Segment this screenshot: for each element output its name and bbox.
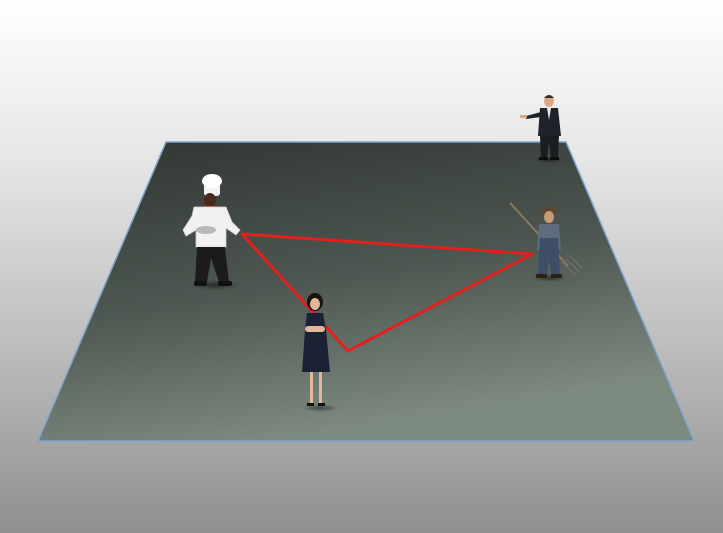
floor-plane [38,142,694,441]
